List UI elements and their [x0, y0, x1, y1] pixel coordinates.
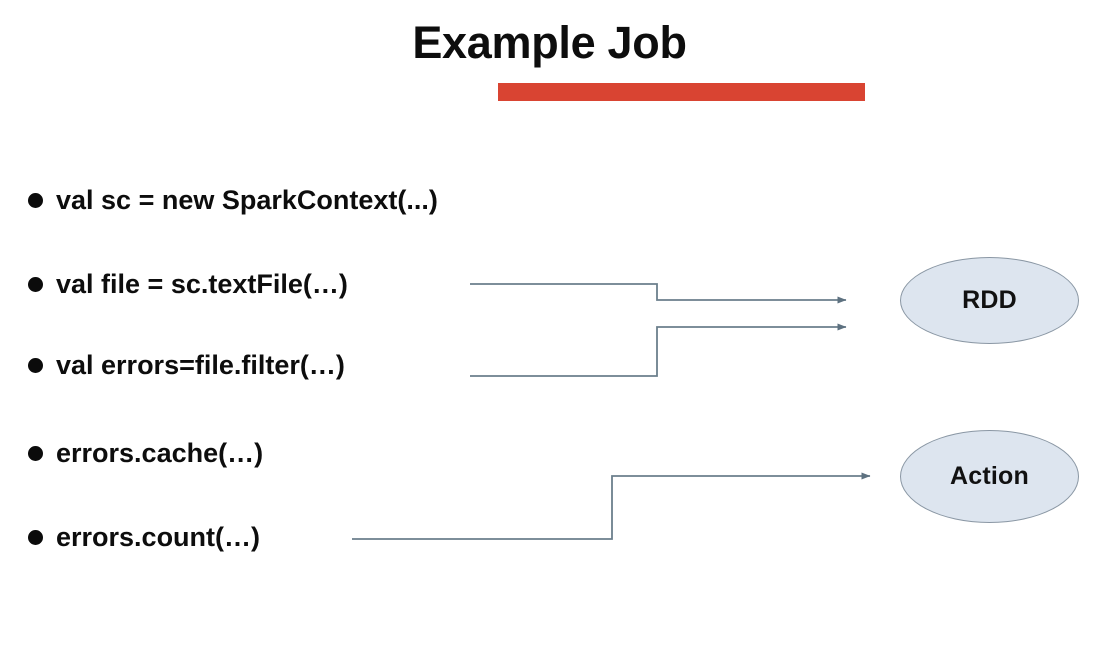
bullet-text: errors.cache(…) [56, 438, 264, 468]
connector-textfile-to-rdd [470, 283, 847, 304]
list-item: errors.count(…) [28, 520, 260, 554]
node-action-label: Action [950, 462, 1029, 490]
title-underline-rule [498, 83, 865, 101]
connector-count-to-action [352, 472, 871, 540]
list-item: errors.cache(…) [28, 436, 263, 470]
bullet-dot-icon [28, 276, 43, 292]
bullet-text: val sc = new SparkContext(...) [56, 185, 438, 215]
bullet-text: val file = sc.textFile(…) [56, 269, 348, 299]
bullet-dot-icon [28, 529, 43, 545]
bullet-text: errors.count(…) [56, 522, 261, 552]
node-action: Action [900, 430, 1079, 523]
bullet-dot-icon [28, 357, 43, 373]
page-title: Example Job [412, 17, 687, 68]
list-item: val sc = new SparkContext(...) [28, 183, 438, 217]
bullet-dot-icon [28, 192, 43, 208]
list-item: val file = sc.textFile(…) [28, 267, 348, 301]
bullet-text: val errors=file.filter(…) [56, 350, 345, 380]
list-item: val errors=file.filter(…) [28, 348, 345, 382]
node-rdd: RDD [900, 257, 1079, 344]
bullet-dot-icon [28, 445, 43, 461]
connector-filter-to-rdd [470, 323, 847, 377]
node-rdd-label: RDD [962, 286, 1017, 314]
